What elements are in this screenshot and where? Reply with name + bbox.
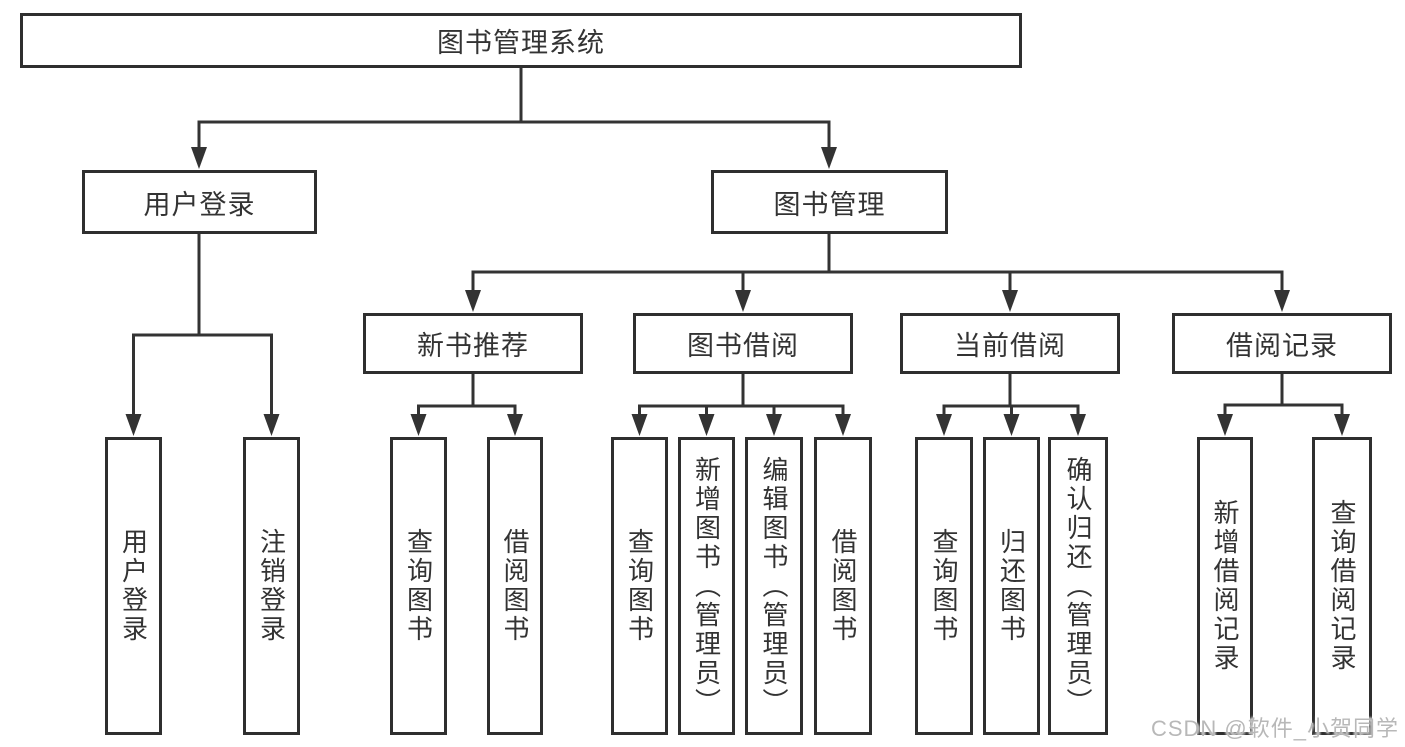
leaf-return-book: 归还图书 xyxy=(983,437,1040,735)
leaf-confirm-return-admin: 确认归还（管理员） xyxy=(1048,437,1108,735)
watermark: CSDN @软件_小贺同学 xyxy=(1150,716,1399,741)
leaf-recommend-query-book: 查询图书 xyxy=(390,437,447,735)
node-new-book-recommendation: 新书推荐 xyxy=(363,313,583,374)
leaf-borrow-book: 借阅图书 xyxy=(814,437,872,735)
leaf-recommend-borrow-book: 借阅图书 xyxy=(487,437,543,735)
leaf-query-borrow-record: 查询借阅记录 xyxy=(1312,437,1372,735)
leaf-add-book-admin: 新增图书（管理员） xyxy=(678,437,735,735)
leaf-logout: 注销登录 xyxy=(243,437,300,735)
node-current-borrowing: 当前借阅 xyxy=(900,313,1120,374)
leaf-current-query-book: 查询图书 xyxy=(915,437,973,735)
leaf-add-borrow-record: 新增借阅记录 xyxy=(1197,437,1253,735)
node-book-borrowing: 图书借阅 xyxy=(633,313,853,374)
node-user-login: 用户登录 xyxy=(82,170,317,234)
node-book-management: 图书管理 xyxy=(711,170,948,234)
leaf-user-login: 用户登录 xyxy=(105,437,162,735)
node-borrowing-records: 借阅记录 xyxy=(1172,313,1392,374)
leaf-borrow-query-book: 查询图书 xyxy=(611,437,668,735)
leaf-edit-book-admin: 编辑图书（管理员） xyxy=(745,437,803,735)
node-library-management-system: 图书管理系统 xyxy=(20,13,1022,68)
